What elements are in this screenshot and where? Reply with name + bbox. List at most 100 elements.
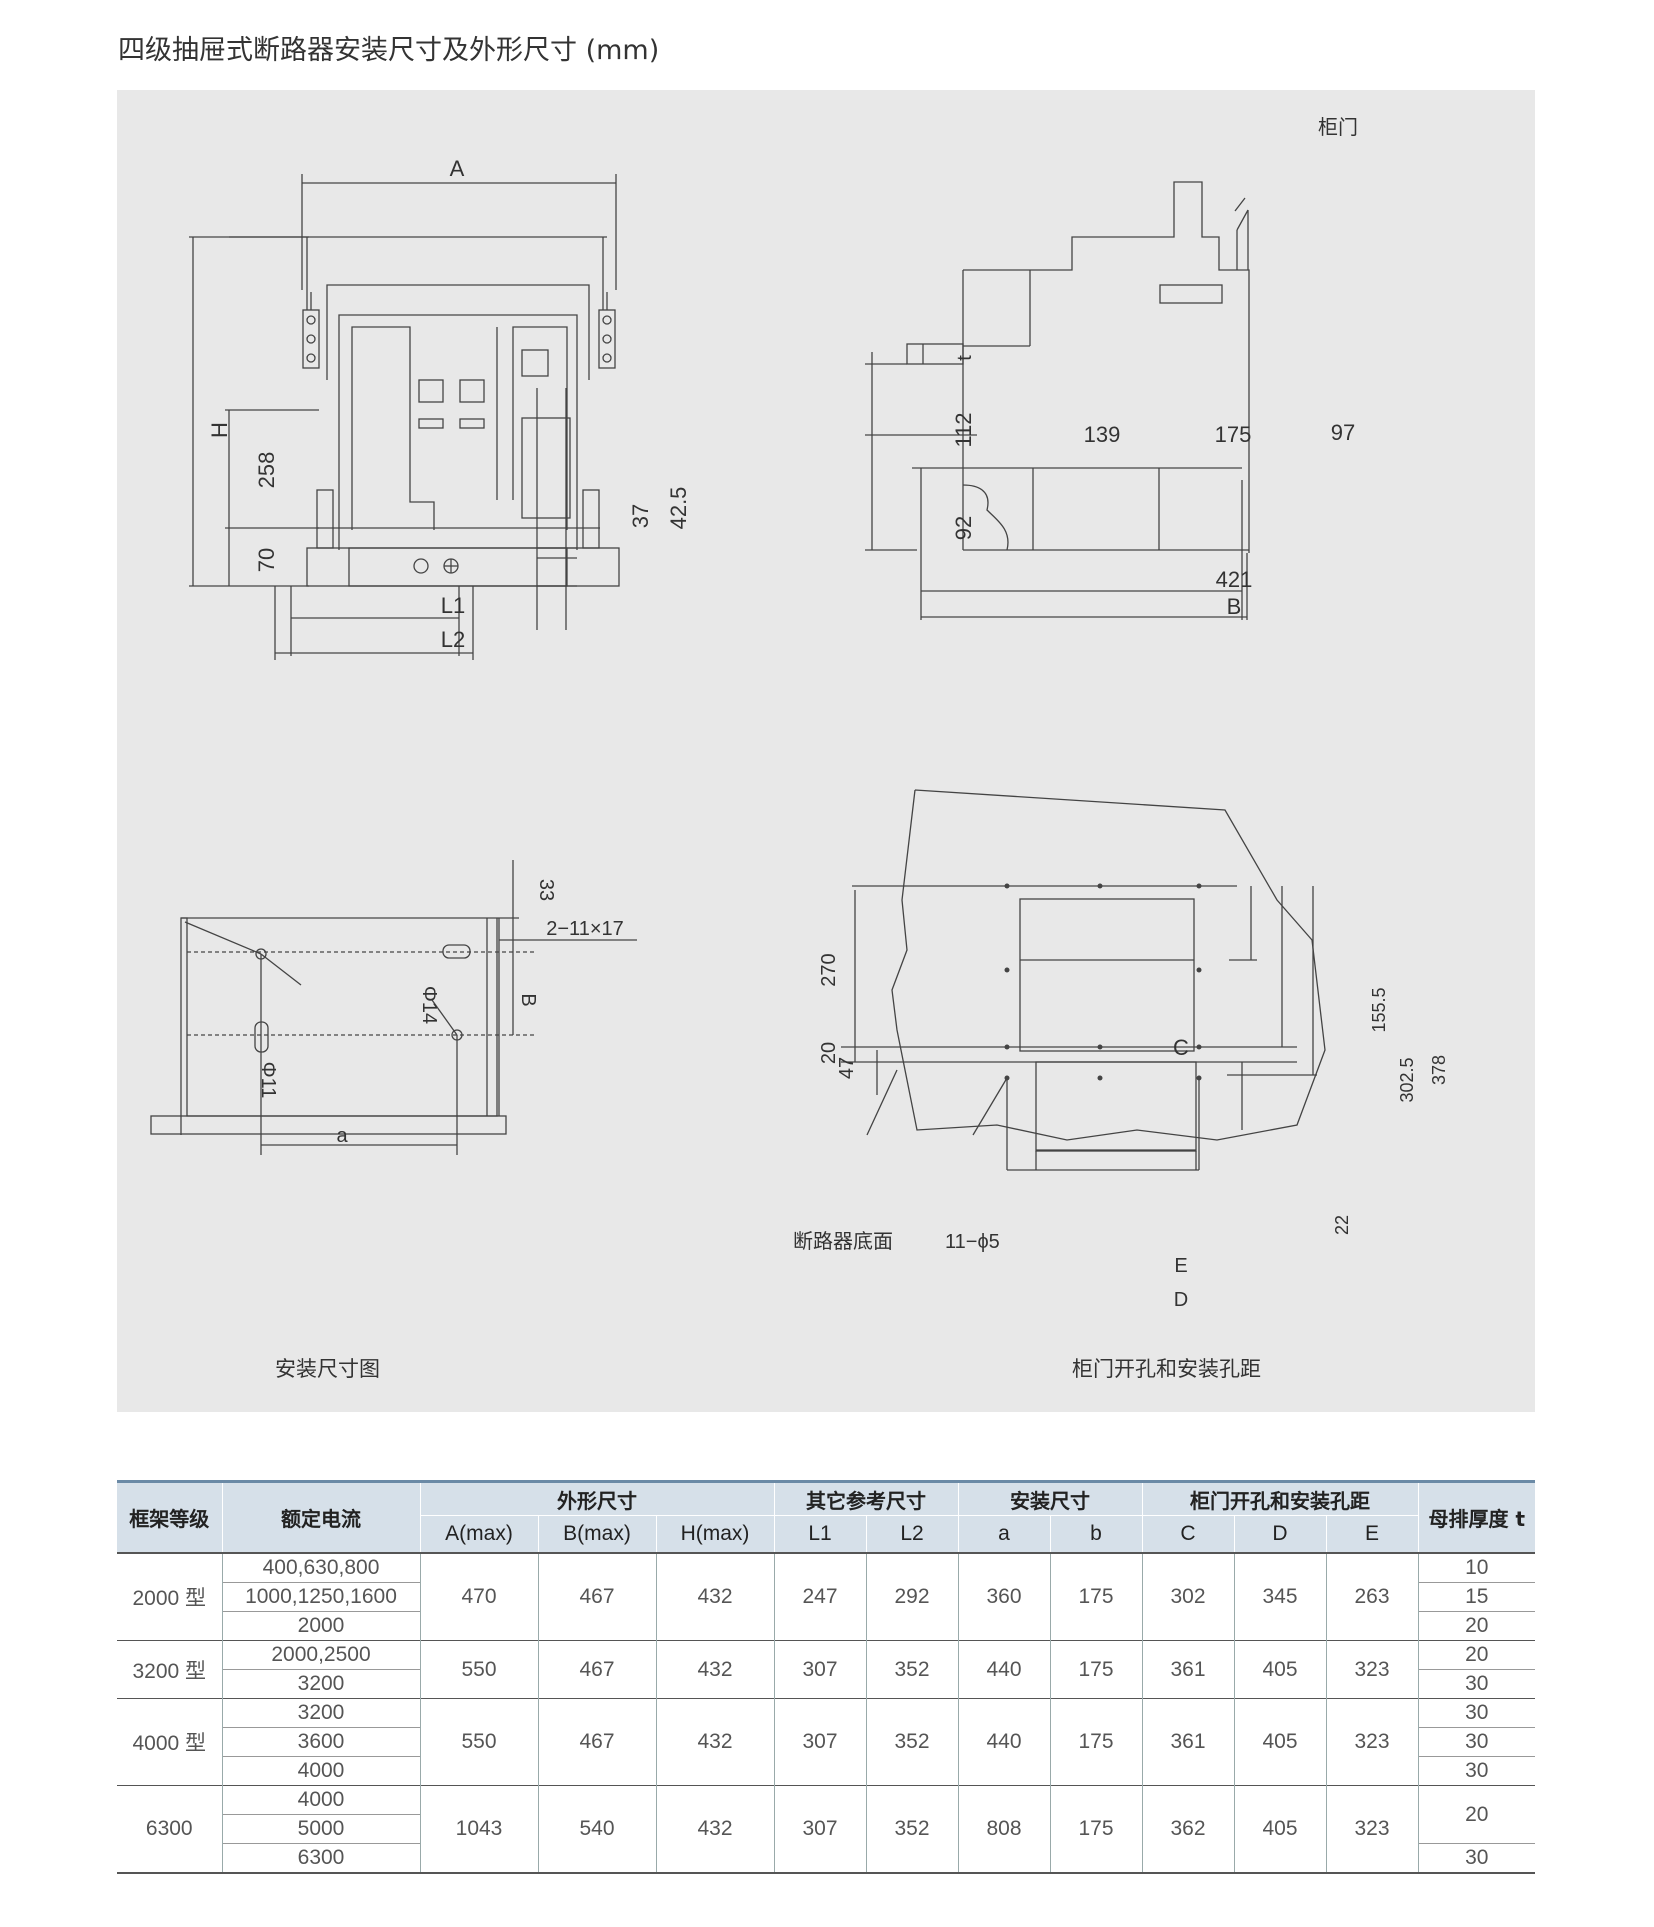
label-139: 139 [1084, 422, 1121, 447]
value-cell: 405 [1233, 1785, 1326, 1873]
value-cell: 352 [865, 1640, 958, 1699]
header-sub: E [1325, 1515, 1419, 1553]
value-cell: 352 [865, 1785, 958, 1873]
label-70: 70 [254, 548, 279, 572]
value-cell: 247 [773, 1552, 866, 1641]
header-sub: b [1049, 1515, 1142, 1553]
current-cell: 2000,2500 [221, 1640, 420, 1670]
header-sub: H(max) [655, 1515, 774, 1553]
thickness-cell: 20 [1417, 1785, 1536, 1844]
header-sub: D [1233, 1515, 1326, 1553]
mounting-view [150, 860, 637, 1155]
thickness-cell: 15 [1417, 1582, 1536, 1612]
value-cell: 432 [655, 1698, 774, 1786]
value-cell: 292 [865, 1552, 958, 1641]
label-a-mount: a [336, 1125, 348, 1147]
label-base: 断路器底面 [793, 1230, 893, 1253]
current-cell: 400,630,800 [221, 1552, 420, 1583]
current-cell: 1000,1250,1600 [221, 1582, 420, 1612]
label-47: 47 [836, 1057, 858, 1079]
value-cell: 808 [957, 1785, 1050, 1873]
value-cell: 360 [957, 1552, 1050, 1641]
label-l2: L2 [441, 627, 465, 652]
value-cell: 550 [419, 1698, 538, 1786]
door-view [841, 789, 1326, 1171]
label-e: E [1174, 1255, 1187, 1277]
thickness-cell: 10 [1417, 1552, 1536, 1583]
table-row: 6300 30 [117, 1843, 1536, 1873]
label-421: 421 [1216, 567, 1253, 592]
header-door: 柜门开孔和安装孔距 [1141, 1481, 1419, 1516]
frame-cell: 4000 型 [117, 1698, 222, 1786]
thickness-cell: 30 [1417, 1843, 1536, 1873]
current-cell: 4000 [221, 1785, 420, 1815]
label-112: 112 [951, 412, 976, 447]
frame-cell: 2000 型 [117, 1552, 222, 1641]
table-row: 6300 4000 1043 540 432 307 352 808 175 3… [117, 1785, 1536, 1873]
value-cell: 432 [655, 1640, 774, 1699]
label-258: 258 [254, 452, 279, 489]
value-cell: 550 [419, 1640, 538, 1699]
current-cell: 5000 [221, 1814, 420, 1844]
value-cell: 323 [1325, 1785, 1419, 1873]
header-sub: L2 [865, 1515, 958, 1553]
value-cell: 263 [1325, 1552, 1419, 1641]
label-c: C [1173, 1035, 1189, 1060]
drawing-panel: A H 258 70 37 42.5 L1 L2 柜门 t 112 92 139… [117, 90, 1535, 1412]
current-cell: 2000 [221, 1611, 420, 1641]
label-b: B [1227, 594, 1242, 619]
value-cell: 175 [1049, 1698, 1142, 1786]
current-cell: 4000 [221, 1756, 420, 1786]
value-cell: 467 [537, 1640, 656, 1699]
header-other: 其它参考尺寸 [773, 1481, 958, 1516]
front-view [189, 174, 620, 660]
header-sub: B(max) [537, 1515, 656, 1553]
label-378: 378 [1429, 1055, 1449, 1085]
label-b-mount: B [517, 993, 539, 1006]
header-outline: 外形尺寸 [419, 1481, 774, 1516]
value-cell: 405 [1233, 1698, 1326, 1786]
header-thickness: 母排厚度 t [1417, 1481, 1536, 1553]
value-cell: 440 [957, 1698, 1050, 1786]
current-cell: 6300 [221, 1843, 420, 1873]
table-row: 4000 30 [117, 1756, 1536, 1786]
table-row: 4000 型 3200 550 467 432 307 352 440 175 … [117, 1698, 1536, 1786]
value-cell: 175 [1049, 1552, 1142, 1641]
label-h: H [207, 422, 232, 438]
value-cell: 352 [865, 1698, 958, 1786]
label-slot: 2−11×17 [546, 918, 624, 940]
current-cell: 3600 [221, 1727, 420, 1757]
label-holes: 11−ϕ5 [945, 1231, 1000, 1253]
label-a: A [450, 156, 465, 181]
label-270: 270 [818, 953, 840, 986]
label-92: 92 [951, 516, 976, 540]
label-d: D [1174, 1289, 1188, 1311]
technical-drawings: A H 258 70 37 42.5 L1 L2 柜门 t 112 92 139… [150, 116, 1449, 1311]
label-20: 20 [818, 1042, 840, 1064]
label-175: 175 [1215, 422, 1252, 447]
label-37: 37 [628, 504, 653, 528]
label-155-5: 155.5 [1369, 987, 1389, 1032]
thickness-cell: 20 [1417, 1640, 1536, 1670]
value-cell: 440 [957, 1640, 1050, 1699]
value-cell: 175 [1049, 1785, 1142, 1873]
table-row: 1000,1250,1600 15 [117, 1582, 1536, 1612]
value-cell: 405 [1233, 1640, 1326, 1699]
value-cell: 361 [1141, 1698, 1234, 1786]
header-current: 额定电流 [221, 1481, 420, 1553]
label-33: 33 [535, 879, 557, 901]
current-cell: 3200 [221, 1698, 420, 1728]
frame-cell: 6300 [117, 1785, 222, 1873]
caption-door: 柜门开孔和安装孔距 [1072, 1357, 1261, 1381]
table-row: 2000 型 400,630,800 470 467 432 247 292 3… [117, 1552, 1536, 1641]
label-phi11: Φ11 [257, 1062, 279, 1099]
header-sub: L1 [773, 1515, 866, 1553]
value-cell: 323 [1325, 1698, 1419, 1786]
label-t: t [954, 355, 976, 361]
value-cell: 307 [773, 1640, 866, 1699]
label-302-5: 302.5 [1397, 1057, 1417, 1102]
frame-cell: 3200 型 [117, 1640, 222, 1699]
thickness-cell: 20 [1417, 1611, 1536, 1641]
header-install: 安装尺寸 [957, 1481, 1142, 1516]
header-sub: C [1141, 1515, 1234, 1553]
